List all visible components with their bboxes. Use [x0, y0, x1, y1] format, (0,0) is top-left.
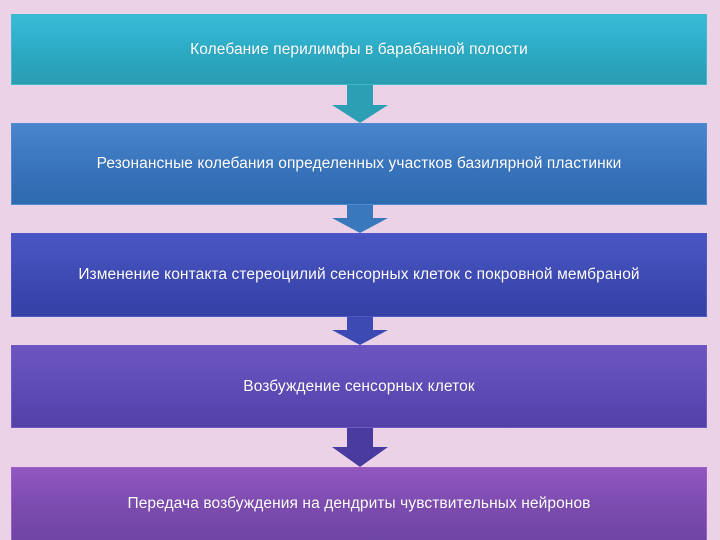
process-step-3[interactable]: Изменение контакта стереоцилий сенсорных…: [11, 233, 707, 317]
process-step-2[interactable]: Резонансные колебания определенных участ…: [11, 123, 707, 205]
arrow-stem: [347, 317, 373, 330]
process-step-5-label: Передача возбуждения на дендриты чувстви…: [127, 495, 591, 513]
arrow-stem: [347, 205, 373, 218]
arrow-stem: [347, 428, 373, 447]
process-step-1-label: Колебание перилимфы в барабанной полости: [190, 40, 528, 58]
arrow-head: [332, 330, 388, 345]
down-arrow-icon-2: [332, 205, 388, 233]
arrow-stem: [347, 85, 373, 105]
process-step-3-label: Изменение контакта стереоцилий сенсорных…: [78, 266, 640, 284]
process-step-1[interactable]: Колебание перилимфы в барабанной полости: [11, 14, 707, 85]
down-arrow-icon-4: [332, 428, 388, 467]
arrow-head: [332, 447, 388, 467]
arrow-head: [332, 218, 388, 233]
arrow-head: [332, 105, 388, 123]
down-arrow-icon-1: [332, 85, 388, 123]
process-step-2-label: Резонансные колебания определенных участ…: [96, 155, 622, 173]
process-step-5[interactable]: Передача возбуждения на дендриты чувстви…: [11, 467, 707, 540]
process-step-4-label: Возбуждение сенсорных клеток: [243, 377, 475, 395]
down-arrow-icon-3: [332, 317, 388, 345]
process-step-4[interactable]: Возбуждение сенсорных клеток: [11, 345, 707, 428]
